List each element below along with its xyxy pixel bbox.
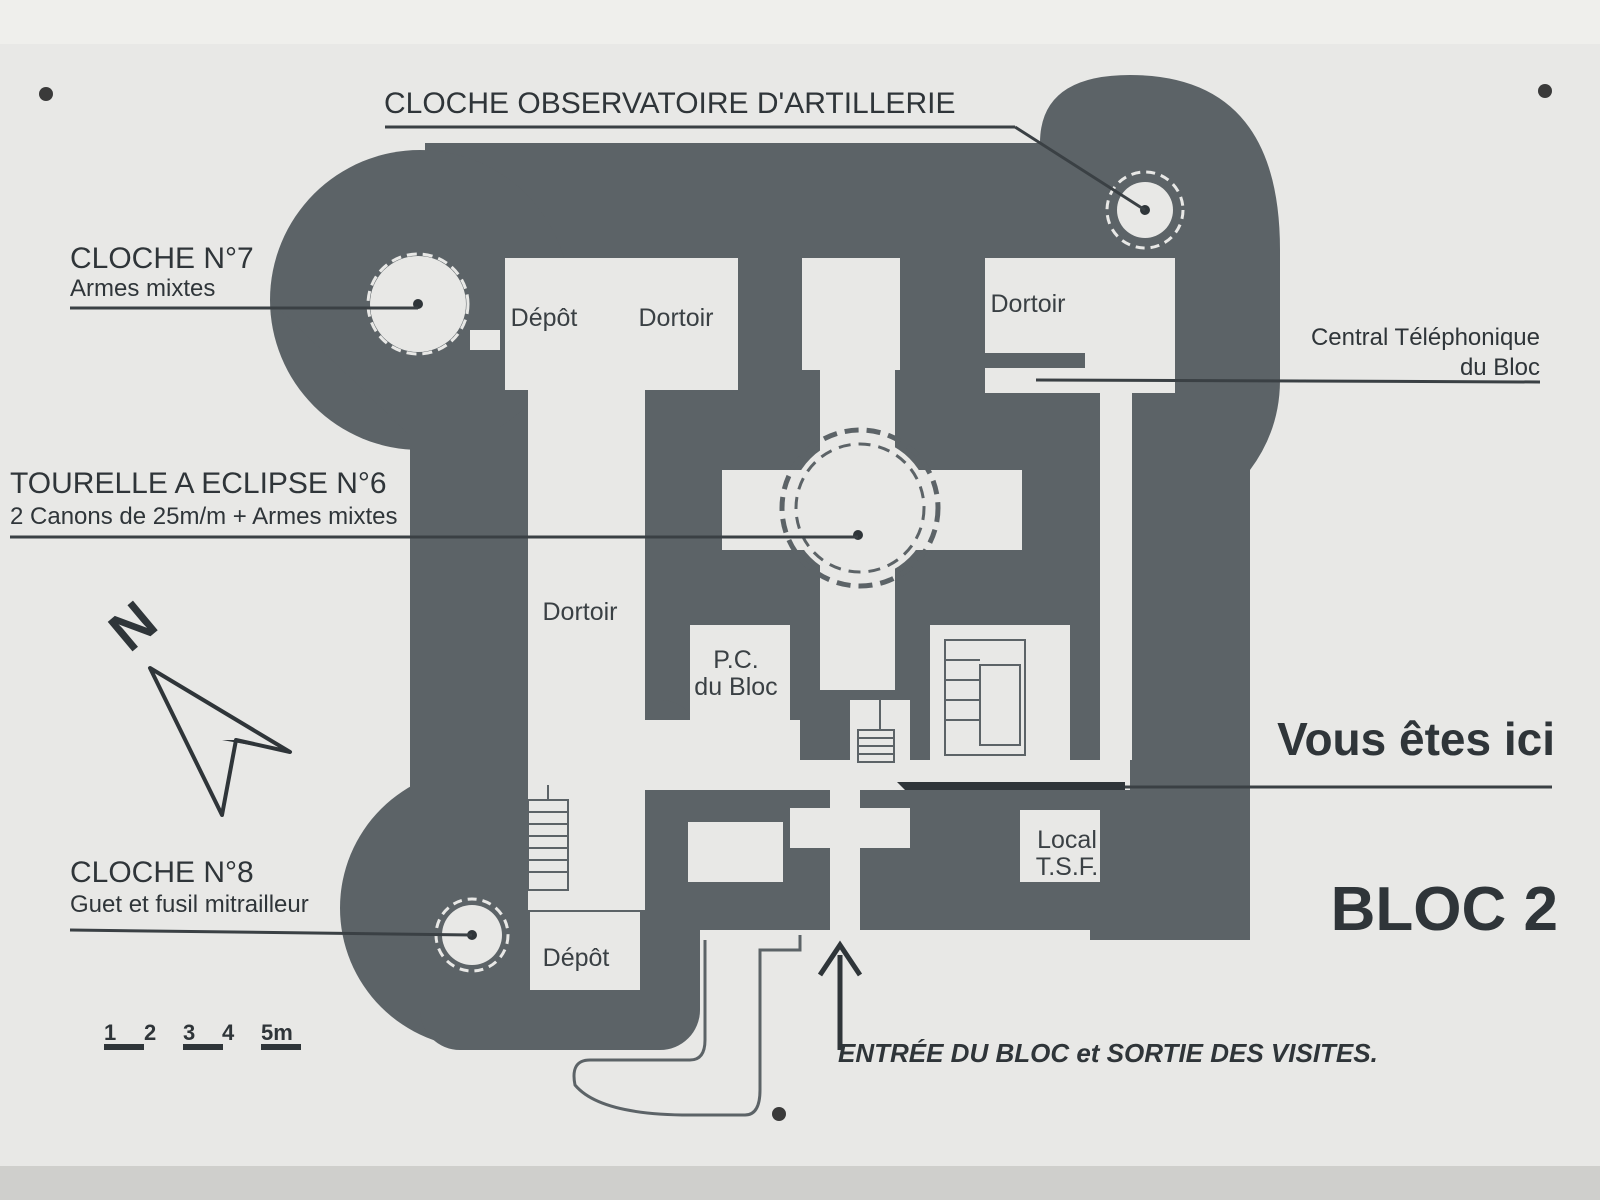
room-local-line2: T.S.F. [1036,853,1099,881]
cloche-8-title: CLOCHE N°8 [70,856,254,889]
bloc-title: BLOC 2 [1331,875,1558,944]
cloche-7-symbol [366,252,470,356]
cloche-7-subtitle: Armes mixtes [70,275,215,302]
leader-lines [10,125,1552,937]
here-marker [897,782,1125,790]
scale-tick-3: 3 [183,1020,195,1045]
screw-top-right [1538,84,1552,98]
visit-path [572,935,802,1117]
room-pc-line2: du Bloc [694,673,777,701]
stairs-center [857,695,895,763]
scale-tick-5: 5m [261,1020,293,1045]
room-depot-top: Dépôt [511,304,578,332]
central-label-2: du Bloc [1460,354,1540,381]
tourelle-subtitle: 2 Canons de 25m/m + Armes mixtes [10,503,398,530]
scale-tick-2: 2 [144,1020,156,1045]
room-dortoir-top-left: Dortoir [638,304,713,332]
entrance-label: ENTRÉE DU BLOC et SORTIE DES VISITES. [838,1038,1378,1068]
room-local-line1: Local [1037,826,1097,854]
screw-top-left [39,87,53,101]
floor-strip [0,1166,1600,1200]
room-dortoir-top-right: Dortoir [990,290,1065,318]
cloche-8-subtitle: Guet et fusil mitrailleur [70,891,309,918]
room-dortoir-left: Dortoir [542,598,617,626]
screw-bottom [772,1107,786,1121]
rooms-light [470,258,1175,990]
scale-tick-1: 1 [104,1020,116,1045]
scale-tick-4: 4 [222,1020,235,1045]
stairs-left [527,785,569,891]
cloche-7-title: CLOCHE N°7 [70,242,254,275]
entrance-arrow [817,940,863,1050]
cloche-obs-label: CLOCHE OBSERVATOIRE D'ARTILLERIE [384,87,955,120]
tourelle-6-symbol [779,427,941,589]
you-are-here-label: Vous êtes ici [1277,713,1555,765]
room-depot-bottom: Dépôt [543,944,610,972]
room-pc-line1: P.C. [713,646,758,674]
tourelle-title: TOURELLE A ECLIPSE N°6 [10,467,387,500]
central-label-1: Central Téléphonique [1311,324,1540,351]
scale-bar: 1 2 3 4 5m [104,1020,301,1050]
stairs-right [944,639,1026,756]
